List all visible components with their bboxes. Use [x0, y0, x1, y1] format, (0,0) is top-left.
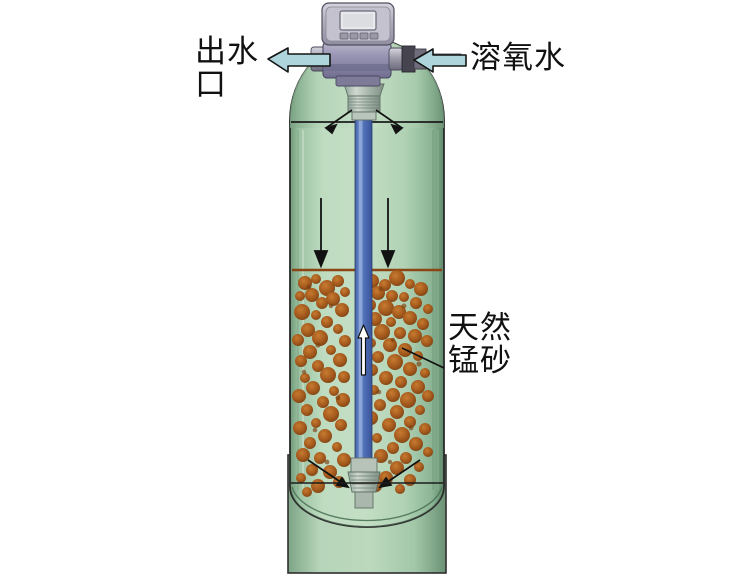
- leader-line-icon: [401, 347, 445, 369]
- left-arrow-icon: [267, 47, 331, 73]
- controller-housing: [321, 2, 395, 46]
- label-manganese-sand: 天然 锰砂: [448, 310, 512, 379]
- down-arrow-icon: [313, 198, 396, 269]
- up-arrow-icon: [357, 324, 370, 376]
- bottom-strainer: [347, 457, 381, 509]
- label-outlet: 出水 口: [195, 34, 259, 103]
- label-inlet: 溶氧水: [470, 40, 566, 76]
- top-distributor: [343, 83, 385, 121]
- diagonal-arrow-icon: [324, 109, 404, 135]
- riser-tube: [354, 107, 373, 461]
- keypad-buttons[interactable]: [339, 32, 379, 40]
- left-arrow-icon: [413, 48, 467, 73]
